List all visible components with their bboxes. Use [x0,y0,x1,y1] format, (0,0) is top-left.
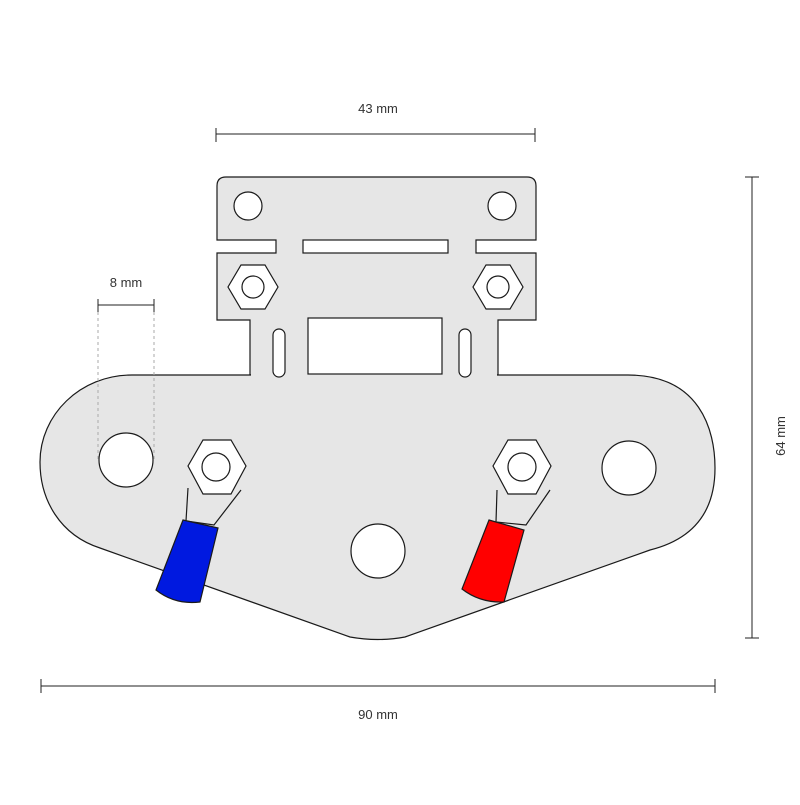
dimension-overall-width-label: 90 mm [358,707,398,722]
tab-hole-right [487,191,517,221]
dimension-top-width: 43 mm [215,101,536,142]
rectangular-window [307,317,443,375]
main-plate [39,374,716,641]
terminal-left-sleeve [155,519,219,604]
horizontal-slot [302,239,449,254]
plate-hole-bottom [350,523,406,579]
dimension-overall-width: 90 mm [40,679,716,722]
dimension-height-label: 64 mm [773,416,788,456]
hex-nut-icon [472,264,524,310]
terminal-right-sleeve [461,519,525,603]
tab-hole-left [233,191,263,221]
dimension-hole-diameter-label: 8 mm [110,275,143,290]
blue-ring-terminal-icon [155,439,247,604]
plate-hole-right [601,440,657,496]
plate-hole-left [98,432,154,488]
vertical-slot-right [458,328,472,378]
red-ring-terminal-icon [461,439,552,603]
hex-nut-icon [227,264,279,310]
dimension-height: 64 mm [745,176,788,639]
dimension-top-width-label: 43 mm [358,101,398,116]
vertical-slot-left [272,328,286,378]
dimension-hole-diameter: 8 mm [97,275,155,460]
